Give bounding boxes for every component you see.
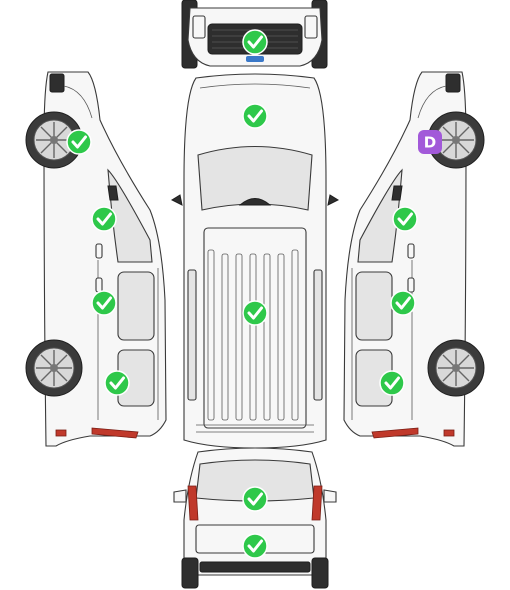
check-icon — [247, 492, 263, 506]
status-badge — [242, 29, 268, 55]
status-badge — [242, 486, 268, 512]
marker-right-sliding-door[interactable] — [390, 290, 416, 316]
status-badge — [392, 206, 418, 232]
status-badge — [91, 206, 117, 232]
marker-right-rear-panel[interactable] — [379, 370, 405, 396]
marker-front-grille[interactable] — [242, 29, 268, 55]
right-front-wheel — [427, 111, 485, 169]
damage-label: D — [424, 134, 436, 152]
marker-rear-window[interactable] — [242, 486, 268, 512]
status-badge — [379, 370, 405, 396]
marker-right-front-door[interactable] — [392, 206, 418, 232]
roof-ribs — [207, 249, 299, 421]
check-icon — [71, 135, 87, 149]
status-markers: D — [66, 29, 442, 559]
marker-left-front-door[interactable] — [91, 206, 117, 232]
status-badge — [91, 290, 117, 316]
marker-left-front-wheel[interactable] — [66, 129, 92, 155]
check-icon — [384, 376, 400, 390]
check-icon — [395, 296, 411, 310]
check-icon — [247, 539, 263, 553]
check-icon — [96, 296, 112, 310]
check-icon — [247, 306, 263, 320]
check-icon — [247, 109, 263, 123]
right-rear-wheel — [427, 339, 485, 397]
left-side-view[interactable] — [25, 71, 167, 447]
status-badge — [242, 533, 268, 559]
right-side-view[interactable] — [343, 71, 485, 447]
damage-icon — [418, 130, 442, 154]
check-icon — [109, 376, 125, 390]
status-badge — [66, 129, 92, 155]
roof-view[interactable] — [170, 73, 340, 449]
marker-right-front-wheel[interactable]: D — [418, 130, 442, 154]
rear-view[interactable] — [173, 447, 337, 589]
check-icon — [397, 212, 413, 226]
marker-left-rear-panel[interactable] — [104, 370, 130, 396]
status-badge — [242, 103, 268, 129]
check-icon — [96, 212, 112, 226]
marker-roof-front[interactable] — [242, 103, 268, 129]
left-front-wheel — [25, 111, 83, 169]
left-rear-wheel — [25, 339, 83, 397]
status-badge — [242, 300, 268, 326]
marker-roof-cargo[interactable] — [242, 300, 268, 326]
status-badge — [104, 370, 130, 396]
status-badge — [390, 290, 416, 316]
marker-left-sliding-door[interactable] — [91, 290, 117, 316]
marker-rear-bumper[interactable] — [242, 533, 268, 559]
check-icon — [247, 35, 263, 49]
